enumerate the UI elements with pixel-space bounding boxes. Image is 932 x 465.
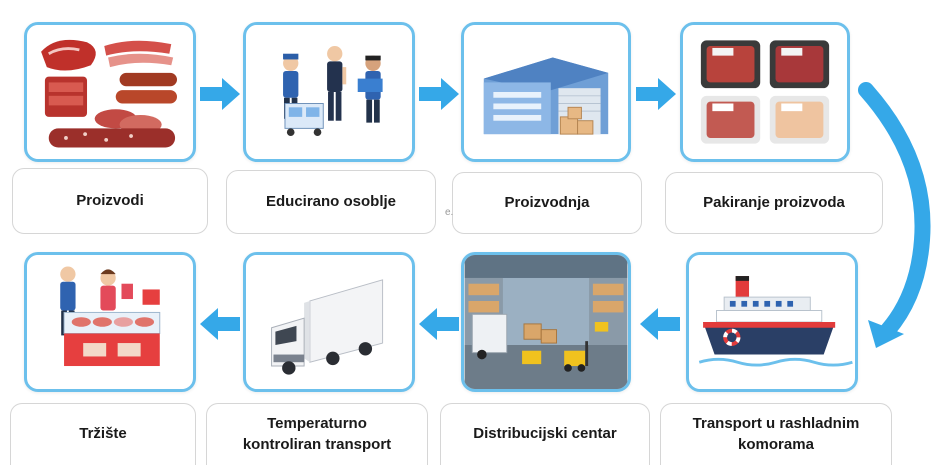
step-4-image xyxy=(680,22,850,162)
factory-icon xyxy=(464,25,628,159)
flow-arrow-6 xyxy=(200,308,240,340)
step-8-image xyxy=(24,252,196,392)
market-stall-icon xyxy=(27,255,193,389)
warehouse-forklift-icon xyxy=(464,255,628,389)
meat-products-icon xyxy=(27,25,193,159)
step-3-image xyxy=(461,22,631,162)
step-3-label: Proizvodnja xyxy=(452,172,642,234)
packaged-meat-icon xyxy=(683,25,847,159)
step-7-image xyxy=(243,252,415,392)
step-2-image xyxy=(243,22,415,162)
step-7-label: Temperaturno kontroliran transport xyxy=(206,403,428,465)
step-6-label: Distribucijski centar xyxy=(440,403,650,465)
flow-arrow-5 xyxy=(419,308,459,340)
stray-mark: e. xyxy=(445,207,454,218)
flow-arrow-3 xyxy=(636,78,676,110)
step-1-image xyxy=(24,22,196,162)
step-5-image xyxy=(686,252,858,392)
step-8-label: Tržište xyxy=(10,403,196,465)
flow-arrow-1 xyxy=(200,78,240,110)
step-4-label: Pakiranje proizvoda xyxy=(665,172,883,234)
flow-arrow-2 xyxy=(419,78,459,110)
step-1-label: Proizvodi xyxy=(12,168,208,234)
step-5-label: Transport u rashladnim komorama xyxy=(660,403,892,465)
cargo-ship-icon xyxy=(689,255,855,389)
curved-flow-arrow xyxy=(848,80,932,350)
flow-arrow-4 xyxy=(640,308,680,340)
step-6-image xyxy=(461,252,631,392)
refrigerated-truck-icon xyxy=(246,255,412,389)
step-2-label: Educirano osoblje xyxy=(226,170,436,234)
trained-staff-icon xyxy=(246,25,412,159)
